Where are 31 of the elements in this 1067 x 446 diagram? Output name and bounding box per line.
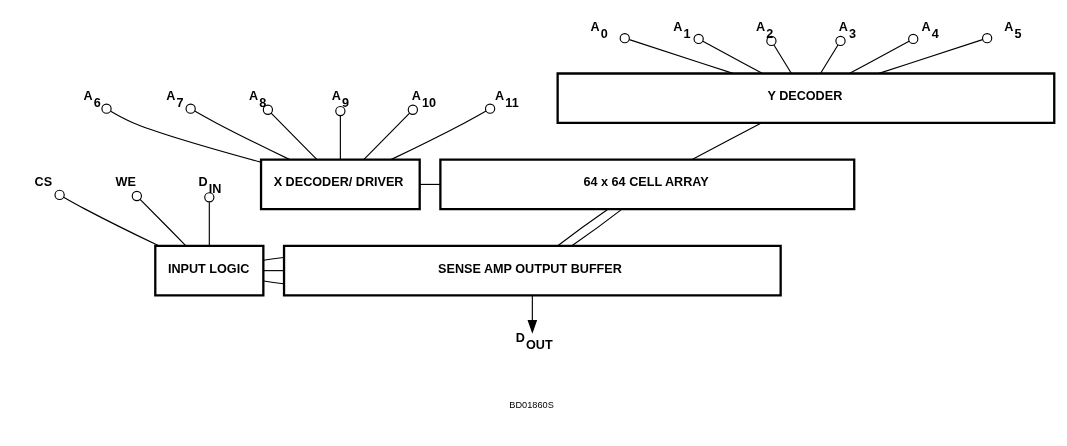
node-text: CS: [34, 174, 53, 189]
connector: [557, 208, 609, 246]
connector: [101, 103, 262, 163]
connector: [878, 32, 993, 74]
connector: [131, 190, 187, 246]
node-text: WE: [115, 174, 136, 189]
connector: [849, 33, 919, 74]
node-box: Y DECODER: [556, 71, 1056, 124]
connector: [262, 104, 318, 160]
connector: [335, 105, 346, 160]
connector: [619, 32, 734, 74]
connector: [263, 279, 285, 284]
connector: [54, 189, 160, 246]
label: BD01860S: [509, 399, 554, 410]
connector: [390, 103, 496, 160]
connector: [263, 256, 285, 261]
connector: [363, 104, 419, 160]
node-box: X DECODER/ DRIVER: [259, 158, 421, 210]
connector: [263, 269, 285, 271]
connector: [571, 208, 623, 246]
node-box: 64 x 64 CELL ARRAY: [439, 158, 856, 210]
connector: [820, 35, 846, 74]
connector: [185, 103, 291, 160]
node-box: INPUT LOGIC: [154, 244, 265, 296]
connector: [766, 35, 792, 74]
connector: [419, 183, 441, 185]
connector: [691, 121, 762, 160]
arrow: [527, 294, 538, 334]
node-box: SENSE AMP OUTPUT BUFFER: [282, 244, 782, 296]
connector: [204, 191, 215, 246]
connector: [693, 33, 763, 74]
